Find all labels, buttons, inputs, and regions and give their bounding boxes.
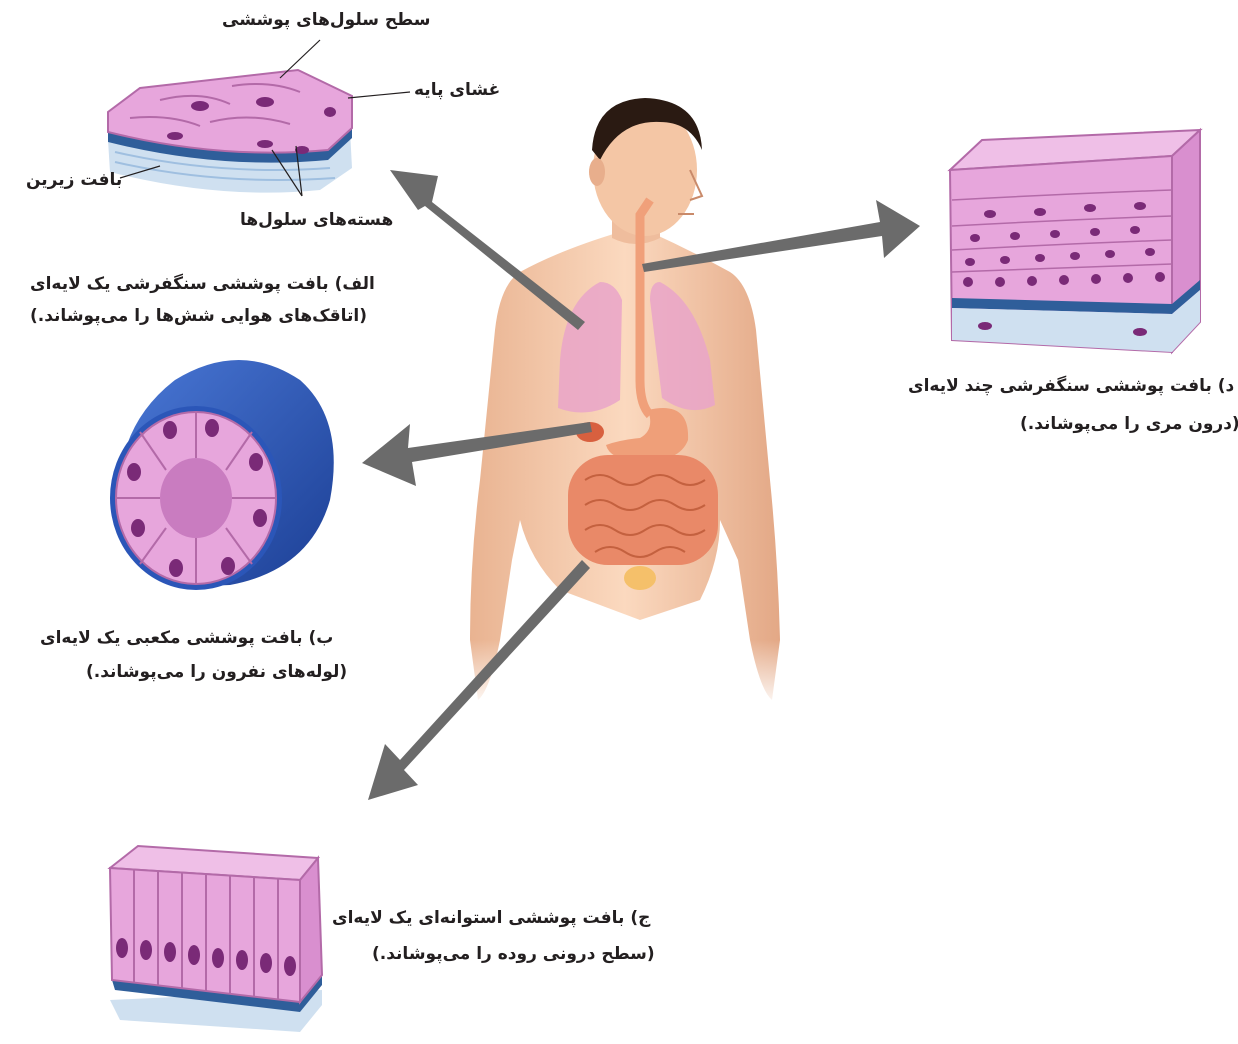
caption-be-title: ب) بافت پوششی مکعبی یک لایه‌ای: [40, 624, 333, 652]
caption-dal-desc: (درون مری را می‌پوشاند.): [1020, 410, 1238, 438]
caption-alef-desc: (اتاقک‌های هوایی شش‌ها را می‌پوشاند.): [30, 302, 367, 330]
caption-jim-title: ج) بافت پوششی استوانه‌ای یک لایه‌ای: [332, 904, 650, 932]
label-cell-surface: سطح سلول‌های پوششی: [222, 6, 430, 34]
caption-jim-desc: (سطح درونی روده را می‌پوشاند.): [372, 940, 655, 968]
ear: [589, 158, 605, 186]
alef-cell-layer: [108, 70, 352, 153]
caption-dal-title: د) بافت پوششی سنگفرشی چند لایه‌ای: [908, 372, 1234, 400]
caption-alef-title: الف) بافت پوششی سنگفرشی یک لایه‌ای: [30, 270, 375, 298]
human-torso-figure: [460, 98, 790, 710]
jim-cell-side: [300, 858, 322, 1002]
tissue-jim-simple-columnar: [110, 846, 322, 1032]
tissue-alef-simple-squamous: [108, 70, 352, 193]
tissue-be-simple-cuboidal: [110, 360, 334, 590]
label-basement-membrane: غشای پایه: [414, 76, 500, 104]
be-lumen: [160, 458, 232, 538]
label-cell-nuclei: هسته‌های سلول‌ها: [240, 206, 393, 234]
label-underlying-tissue: بافت زیرین: [26, 166, 122, 194]
arrow-to-alef: [390, 170, 585, 330]
tissue-dal-stratified-squamous: [950, 130, 1200, 352]
caption-be-desc: (لوله‌های نفرون را می‌پوشاند.): [86, 658, 347, 686]
